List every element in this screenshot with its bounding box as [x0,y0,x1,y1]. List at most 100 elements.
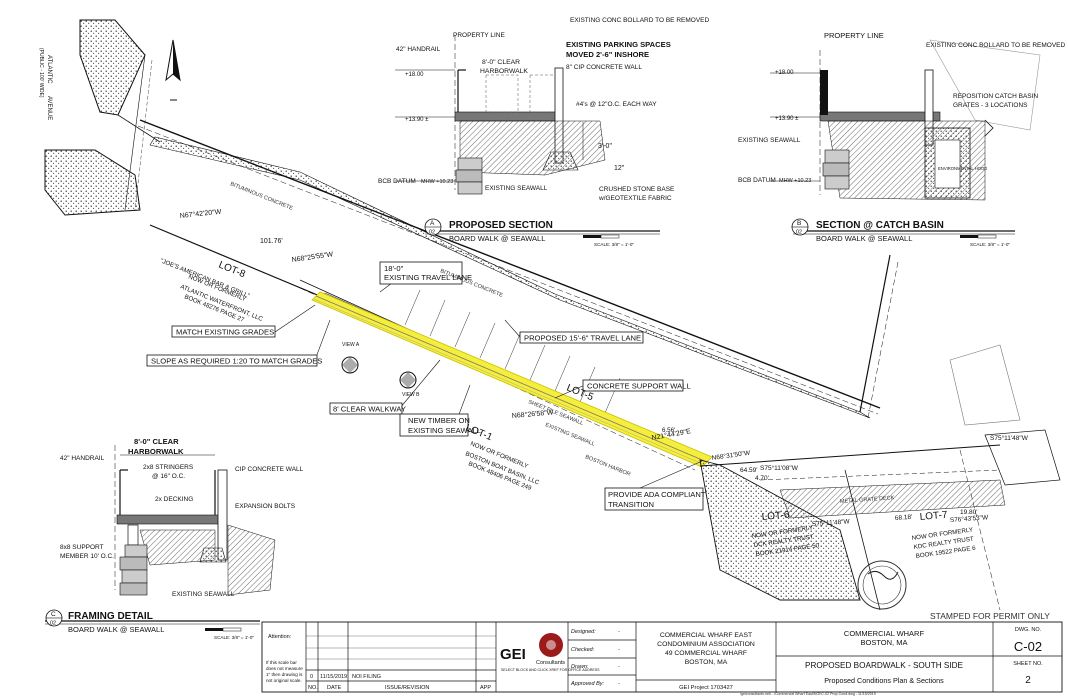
svg-text:VIEW A: VIEW A [342,342,360,348]
svg-text:42" HANDRAIL: 42" HANDRAIL [60,455,105,462]
section-a-drawing [395,35,606,195]
svg-text:CONDOMINIUM ASSOCIATION: CONDOMINIUM ASSOCIATION [657,641,755,648]
svg-text:\geiconsultants.net\...\Commer: \geiconsultants.net\...\Commercial Wharf… [740,692,876,696]
svg-text:(PUBLIC - 100' WIDE): (PUBLIC - 100' WIDE) [38,48,44,98]
svg-text:6.56': 6.56' [662,427,675,434]
svg-text:-: - [618,681,620,687]
svg-text:EXISTING CONC BOLLARD TO BE RE: EXISTING CONC BOLLARD TO BE REMOVED [570,17,709,24]
svg-text:42" HANDRAIL: 42" HANDRAIL [396,46,441,53]
svg-text:3'-0": 3'-0" [598,143,612,150]
svg-text:Drawn:: Drawn: [571,664,589,670]
svg-text:CIP CONCRETE WALL: CIP CONCRETE WALL [235,466,304,473]
svg-text:02: 02 [796,230,802,236]
svg-text:8'-0" CLEAR: 8'-0" CLEAR [482,59,520,66]
svg-text:@ 16" O.C.: @ 16" O.C. [152,473,185,480]
section-c-labels: 8'-0" CLEAR HARBORWALK 42" HANDRAIL 2x8 … [45,437,304,640]
sheet-number: 2 [1025,675,1031,686]
bearing-labels: N67°42'20"W 101.76' N68°25'55"W N68°26'5… [179,208,1028,528]
svg-text:AVENUE: AVENUE [46,96,52,120]
svg-text:4.70': 4.70' [755,475,769,482]
svg-text:BCB DATUM: BCB DATUM [738,177,776,184]
svg-text:2x8 STRINGERS: 2x8 STRINGERS [143,464,194,471]
callout-proposed-lane: PROPOSED 15'-6" TRAVEL LANE [524,334,641,343]
svg-text:68.18': 68.18' [895,514,913,522]
svg-text:w/GEOTEXTILE FABRIC: w/GEOTEXTILE FABRIC [598,195,672,202]
scale-bar-a [583,234,620,239]
svg-text:02: 02 [429,230,435,236]
revision-issue: NOI FILING [352,674,381,680]
svg-text:12": 12" [614,165,625,172]
svg-text:-: - [618,664,620,670]
section-b-title: SECTION @ CATCH BASIN [816,220,944,231]
svg-text:ENVIRONMENTAL HOOD: ENVIRONMENTAL HOOD [938,166,987,171]
svg-text:VIEW B: VIEW B [402,392,420,398]
plan-callouts: MATCH EXISTING GRADES SLOPE AS REQUIRED … [146,261,706,511]
scale-bar-c [205,627,242,632]
svg-text:HARBORWALK: HARBORWALK [480,68,528,75]
title-block-frame [261,621,1063,693]
svg-text:EXISTING SEAWALL: EXISTING SEAWALL [738,137,801,144]
drawing-number: C-02 [1014,639,1042,654]
svg-text:ATLANTIC: ATLANTIC [46,55,52,84]
svg-text:MHW +10.23: MHW +10.23 [421,179,453,185]
stamped-for-permit: STAMPED FOR PERMIT ONLY [930,611,1050,621]
svg-text:N67°42'20"W: N67°42'20"W [179,208,222,220]
callout-clear-walkway: 8' CLEAR WALKWAY [333,405,406,414]
section-a-subtitle: BOARD WALK @ SEAWALL [449,234,545,243]
title-block-text: Attention: If this scale bar does not me… [266,627,1043,696]
callout-existing-lane: 18'-0"EXISTING TRAVEL LANE [384,264,472,282]
svg-text:A: A [430,220,435,227]
svg-text:S75°11'08"W: S75°11'08"W [760,464,799,472]
callout-support-wall: CONCRETE SUPPORT WALL [587,382,691,391]
svg-text:Checked:: Checked: [571,647,595,653]
svg-text:EXISTING CONC BOLLARD TO BE RE: EXISTING CONC BOLLARD TO BE REMOVED [926,42,1065,49]
sheet-title: PROPOSED BOARDWALK - SOUTH SIDE [805,661,964,670]
svg-text:CRUSHED STONE BASE: CRUSHED STONE BASE [599,186,675,193]
svg-text:EXISTING SEAWALL: EXISTING SEAWALL [544,422,595,447]
svg-text:S76°43'53"W: S76°43'53"W [950,513,990,524]
svg-text:MOVED 2'-6" INSHORE: MOVED 2'-6" INSHORE [566,50,649,59]
svg-text:B: B [797,220,801,227]
section-b-subtitle: BOARD WALK @ SEAWALL [816,234,912,243]
svg-text:HARBORWALK: HARBORWALK [128,447,184,456]
section-b-drawing [770,50,994,201]
svg-text:If this scale bar: If this scale bar [266,660,297,665]
svg-text:8'-0" CLEAR: 8'-0" CLEAR [134,437,179,446]
svg-text:C: C [51,611,56,618]
svg-text:EXISTING SEAWALL: EXISTING SEAWALL [172,591,235,598]
section-c-subtitle: BOARD WALK @ SEAWALL [68,625,164,634]
svg-text:N68°26'58"W: N68°26'58"W [511,408,554,420]
svg-text:SCALE: 3/8" = 1'-0": SCALE: 3/8" = 1'-0" [594,242,634,247]
svg-text:REPOSITION CATCH BASIN: REPOSITION CATCH BASIN [953,93,1038,100]
svg-text:EXISTING SEAWALL: EXISTING SEAWALL [485,185,548,192]
svg-text:BOSTON HARBOR: BOSTON HARBOR [584,454,631,478]
svg-text:+13.90 ±: +13.90 ± [775,116,799,122]
section-b-labels: PROPERTY LINE EXISTING CONC BOLLARD TO B… [738,31,1065,247]
section-a-labels: PROPERTY LINE 42" HANDRAIL EXISTING CONC… [378,17,709,247]
svg-text:DWG. NO.: DWG. NO. [1015,627,1042,633]
callout-match-grades: MATCH EXISTING GRADES [176,328,274,337]
svg-text:SCALE: 3/8" = 1'-0": SCALE: 3/8" = 1'-0" [970,242,1010,247]
svg-text:GEI Project 1703427: GEI Project 1703427 [679,685,733,691]
revision-date: 11/15/2019 [320,674,347,680]
svg-text:METAL GRATE DECK: METAL GRATE DECK [840,495,895,505]
svg-text:8" CIP CONCRETE WALL: 8" CIP CONCRETE WALL [566,64,642,71]
engineer-stamp-seal [857,560,907,610]
svg-text:Designed:: Designed: [571,629,596,635]
svg-text:Approved By:: Approved By: [570,681,604,687]
svg-text:APP: APP [480,685,491,691]
svg-text:GRATES - 3 LOCATIONS: GRATES - 3 LOCATIONS [953,102,1028,109]
svg-text:LOT-6: LOT-6 [761,510,790,523]
svg-text:101.76': 101.76' [260,238,283,245]
svg-text:1" then drawing is: 1" then drawing is [266,672,303,677]
svg-text:EXPANSION BOLTS: EXPANSION BOLTS [235,503,296,510]
svg-text:-: - [618,647,620,653]
svg-text:64.59': 64.59' [740,467,758,474]
svg-text:LOT-7: LOT-7 [919,510,948,523]
consultant-name: GEI [500,646,526,663]
svg-text:MEMBER 10' O.C.: MEMBER 10' O.C. [60,553,114,560]
svg-text:8x8 SUPPORT: 8x8 SUPPORT [60,544,104,551]
